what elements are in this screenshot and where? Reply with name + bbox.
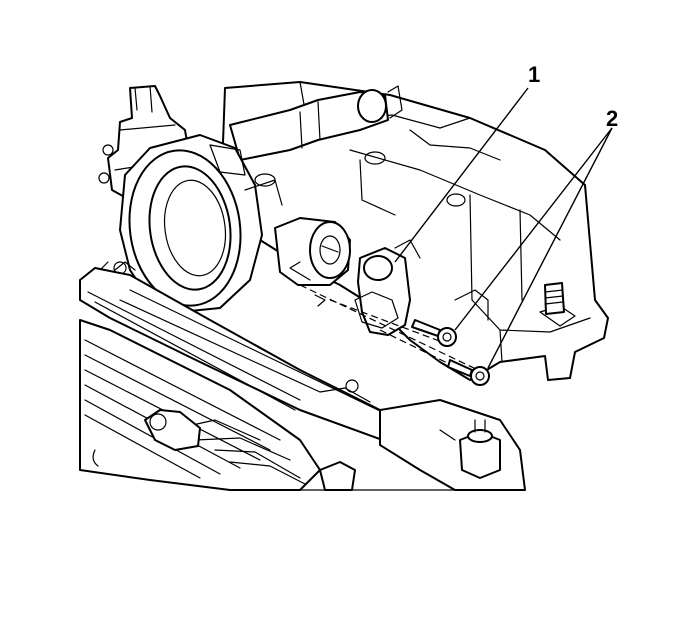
leader-2a bbox=[454, 127, 613, 331]
callout-label-2: 2 bbox=[606, 106, 618, 131]
throttle-body bbox=[99, 134, 283, 313]
sensor-component bbox=[274, 217, 421, 336]
callout-label-1: 1 bbox=[528, 62, 540, 87]
stud bbox=[544, 282, 565, 315]
lower-mount bbox=[299, 399, 526, 491]
callout-leaders bbox=[394, 87, 613, 369]
bolt-lower bbox=[447, 359, 490, 386]
intake-tube bbox=[229, 85, 403, 161]
leader-2b bbox=[487, 127, 613, 369]
leader-1 bbox=[394, 87, 529, 263]
cylinder-head bbox=[79, 319, 321, 491]
bolt-upper bbox=[411, 319, 457, 347]
